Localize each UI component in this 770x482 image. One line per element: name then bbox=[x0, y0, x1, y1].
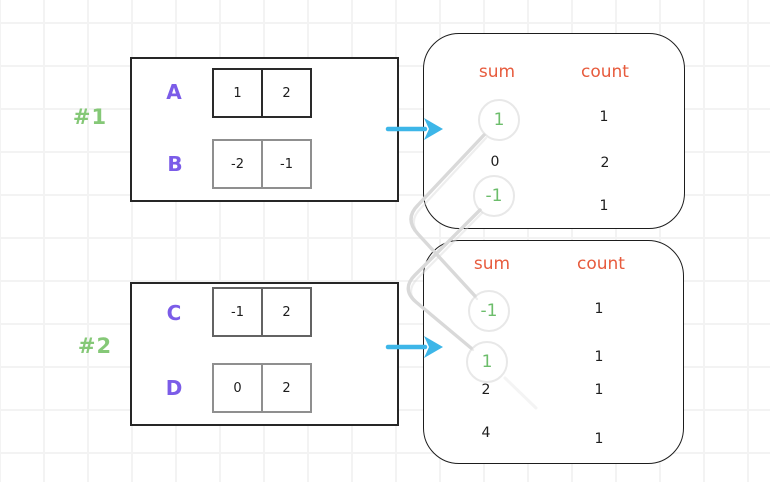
table-1-count-row-1: 2 bbox=[600, 155, 610, 171]
result-table-1 bbox=[423, 33, 685, 229]
array-a-label: A bbox=[166, 80, 182, 104]
table-1-sum-header: sum bbox=[478, 62, 516, 82]
table-2-sum-row-2: 2 bbox=[481, 382, 491, 398]
table-2-sum-minus1-highlighted: -1 bbox=[468, 290, 510, 332]
table-1-sum-minus1-highlighted: -1 bbox=[473, 175, 515, 217]
table-2-sum-row-3: 4 bbox=[481, 425, 491, 441]
table-2-count-header: count bbox=[577, 254, 625, 274]
array-b-label: B bbox=[167, 152, 183, 176]
array-a-cell-0: 1 bbox=[212, 68, 263, 118]
array-a-cells: 1 2 bbox=[212, 68, 312, 118]
array-c-cells: -1 2 bbox=[212, 287, 312, 337]
array-b-cells: -2 -1 bbox=[212, 139, 312, 189]
array-c-cell-1: 2 bbox=[261, 287, 312, 337]
table-2-sum-1-highlighted: 1 bbox=[466, 341, 508, 383]
table-2-sum-header: sum bbox=[473, 254, 511, 274]
table-2-count-row-3: 1 bbox=[594, 431, 604, 447]
example-2-label: #2 bbox=[77, 334, 113, 358]
result-table-2 bbox=[423, 240, 684, 464]
array-d-cells: 0 2 bbox=[212, 363, 312, 413]
table-1-count-row-0: 1 bbox=[599, 109, 609, 125]
table-1-sum-row-1: 0 bbox=[490, 154, 500, 170]
table-1-sum-1-highlighted: 1 bbox=[478, 99, 520, 141]
array-b-cell-0: -2 bbox=[212, 139, 263, 189]
array-b-cell-1: -1 bbox=[261, 139, 312, 189]
table-1-count-row-2: 1 bbox=[599, 198, 609, 214]
array-c-label: C bbox=[166, 301, 182, 325]
table-1-count-header: count bbox=[581, 62, 629, 82]
array-d-cell-0: 0 bbox=[212, 363, 263, 413]
array-d-cell-1: 2 bbox=[261, 363, 312, 413]
array-d-label: D bbox=[165, 376, 183, 400]
table-2-count-row-2: 1 bbox=[594, 382, 604, 398]
table-2-count-row-0: 1 bbox=[594, 301, 604, 317]
example-1-label: #1 bbox=[72, 105, 108, 129]
array-c-cell-0: -1 bbox=[212, 287, 263, 337]
array-a-cell-1: 2 bbox=[261, 68, 312, 118]
table-2-count-row-1: 1 bbox=[594, 349, 604, 365]
